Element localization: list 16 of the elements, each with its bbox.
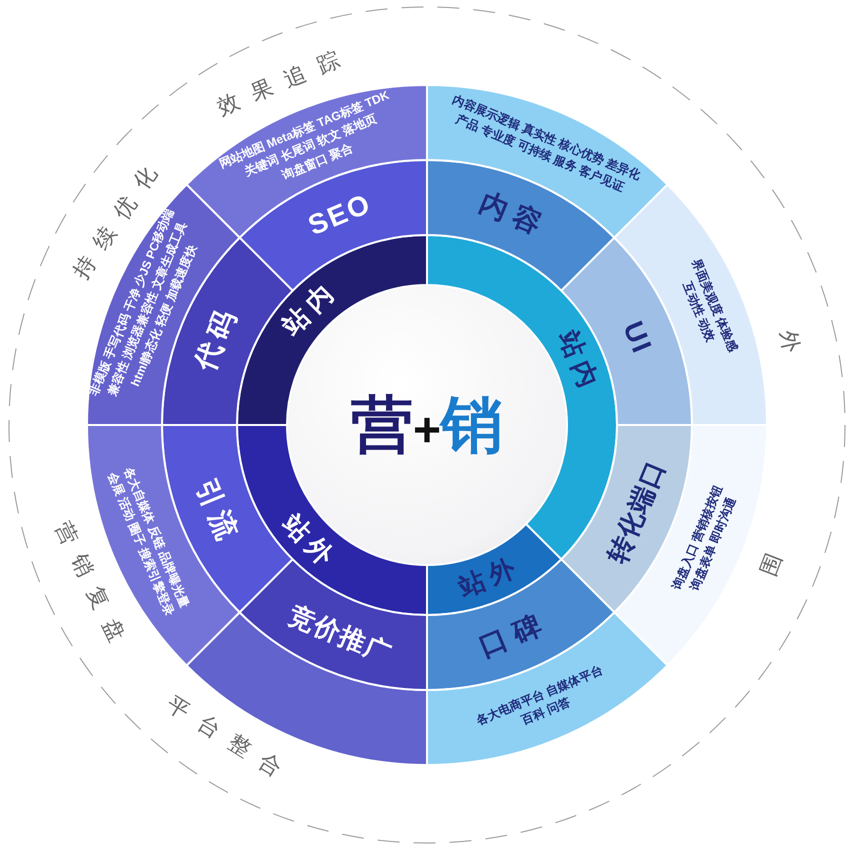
segment-title: 站内 — [553, 325, 608, 399]
segment-title: 内容 — [474, 184, 555, 244]
ring-label: 平台整合 — [161, 690, 299, 791]
segment-title: 竞价推广 — [284, 598, 397, 671]
ring-label: 围 — [754, 536, 793, 580]
segment-title: 站内 — [275, 273, 344, 343]
segment-title: 站外 — [454, 550, 526, 605]
segment-title: UI — [616, 316, 660, 360]
segment-title: 口碑 — [474, 605, 554, 665]
segment-title: 转化端口 — [600, 455, 672, 570]
center-title: 营+销 — [350, 390, 504, 462]
segment-title: 代码 — [188, 299, 244, 377]
ring-label: 外 — [774, 326, 808, 368]
segment-title: SEO — [302, 186, 377, 243]
segment-title: 引流 — [189, 473, 246, 552]
segment-title: 站外 — [276, 506, 346, 576]
